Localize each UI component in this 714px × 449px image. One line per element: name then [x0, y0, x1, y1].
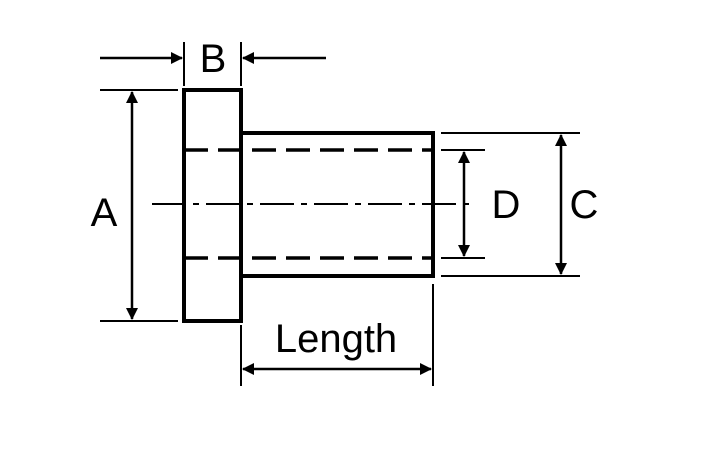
- label-d: D: [492, 183, 521, 227]
- label-length: Length: [275, 317, 397, 361]
- label-c: C: [570, 183, 599, 227]
- label-a: A: [91, 191, 118, 235]
- label-b: B: [200, 37, 227, 81]
- flange-outline: [182, 88, 243, 323]
